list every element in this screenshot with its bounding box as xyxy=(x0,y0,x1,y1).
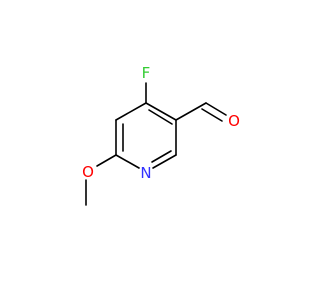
bond-c2-o xyxy=(96,154,117,167)
fluorine-label: F xyxy=(142,64,151,82)
bond-c6-n-inner xyxy=(151,150,172,163)
structure-canvas: F N O O xyxy=(82,64,240,206)
bond-c4-c5-inner xyxy=(148,109,173,125)
methoxy-oxygen-label: O xyxy=(82,163,94,181)
bond-c3-c4 xyxy=(115,102,147,121)
nitrogen-label: N xyxy=(140,164,151,182)
bond-n-c2 xyxy=(115,154,140,169)
bond-cho-o xyxy=(205,102,227,116)
bond-c6-n xyxy=(152,154,177,169)
bond-cho-o-inner xyxy=(201,108,223,122)
bonds xyxy=(85,82,227,206)
bond-c4-c5 xyxy=(145,102,177,121)
aldehyde-oxygen-label: O xyxy=(228,112,240,130)
bond-c5-cho xyxy=(175,102,207,121)
atom-labels: F N O O xyxy=(82,64,240,182)
molecule-structure: F N O O xyxy=(82,64,240,206)
